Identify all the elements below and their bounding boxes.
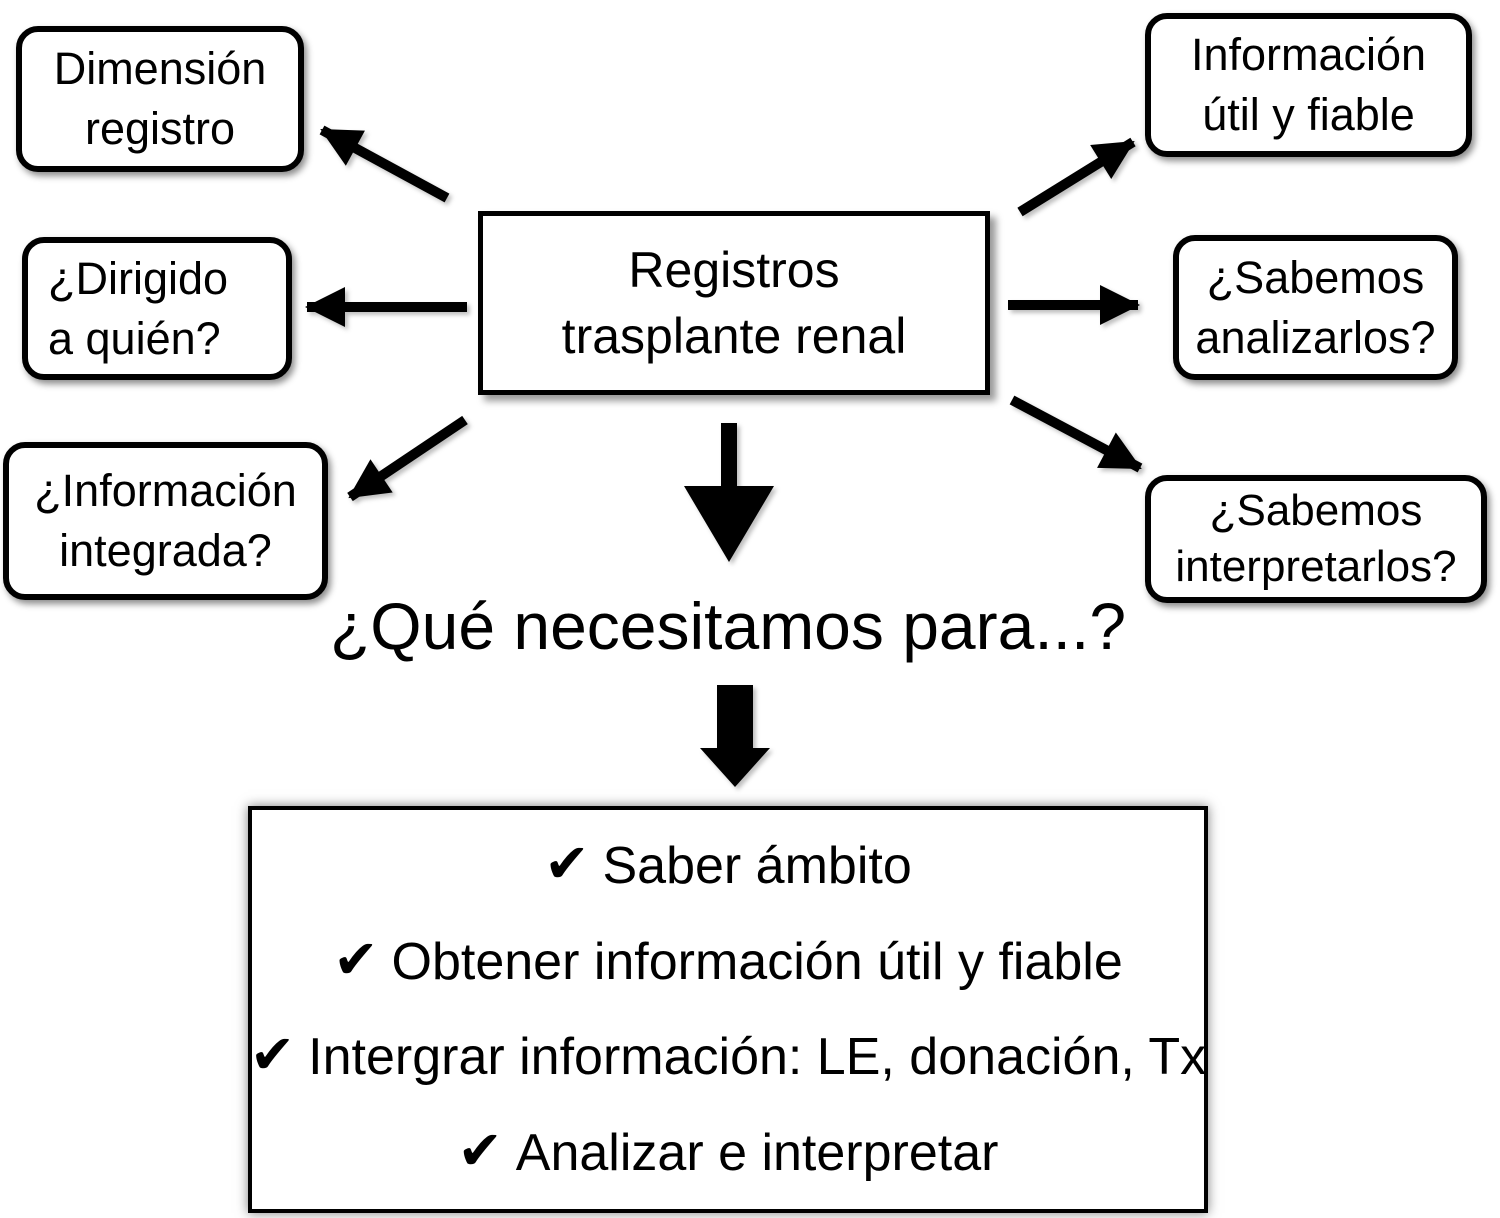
checklist-item: ✔ Saber ámbito [544, 833, 912, 895]
node-registros-trasplante-renal: Registros trasplante renal [478, 211, 990, 395]
checklist-item-label: Intergrar información: LE, donación, Tx [308, 1028, 1207, 1087]
node-sabemos-interpretarlos: ¿Sabemos interpretarlos? [1145, 475, 1487, 603]
arrow-to-informacion-util [1017, 137, 1136, 217]
arrow-to-sabemos-interpretarlos [1009, 395, 1143, 473]
checklist-item: ✔ Analizar e interpretar [457, 1121, 999, 1183]
node-informacion-integrada: ¿Información integrada? [3, 442, 328, 600]
down-arrow-to-checklist [700, 685, 770, 787]
question-text: ¿Qué necesitamos para...? [329, 589, 1127, 663]
checklist-item-label: Obtener información útil y fiable [391, 932, 1123, 991]
check-icon: ✔ [544, 833, 590, 894]
checklist-item-label: Analizar e interpretar [515, 1124, 999, 1183]
node-dirigido-a-quien: ¿Dirigido a quién? [22, 237, 292, 380]
node-sabemos-analizarlos: ¿Sabemos analizarlos? [1173, 235, 1458, 380]
checklist-item-label: Saber ámbito [602, 836, 912, 895]
node-dimension-registro: Dimensión registro [16, 26, 304, 172]
checklist-item: ✔ Obtener información útil y fiable [333, 929, 1123, 991]
down-arrow-to-question [684, 423, 774, 562]
check-icon: ✔ [249, 1025, 296, 1086]
arrow-to-dimension-registro [319, 125, 450, 203]
node-informacion-util-y-fiable: Información útil y fiable [1145, 13, 1472, 157]
check-icon: ✔ [333, 929, 379, 990]
arrow-to-informacion-integrada [347, 415, 468, 502]
checklist-box: ✔ Saber ámbito ✔ Obtener información úti… [248, 806, 1208, 1213]
check-icon: ✔ [457, 1121, 503, 1182]
checklist-item: ✔ Intergrar información: LE, donación, T… [249, 1025, 1207, 1087]
